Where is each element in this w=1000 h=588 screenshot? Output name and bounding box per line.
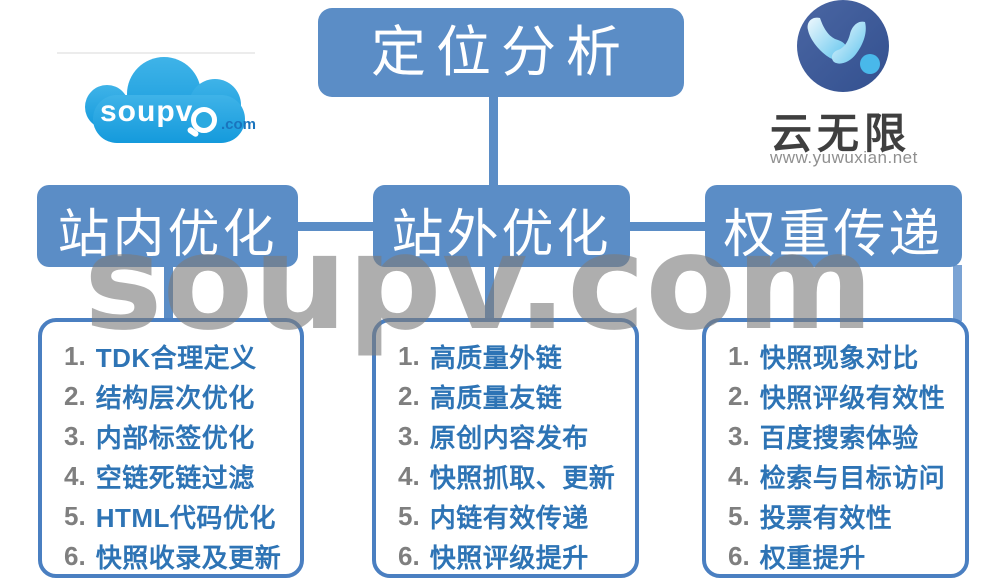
yunwuxian-logo-url: www.yuwuxian.net [770, 148, 918, 167]
branch-node-weight: 权重传递 [705, 185, 962, 267]
item-number: 6. [728, 540, 750, 571]
list-item: 5. 内链有效传递 [398, 496, 629, 536]
list-item: 2. 结构层次优化 [64, 376, 294, 416]
connector-branch1-branch2 [298, 222, 375, 231]
branch-node-label: 权重传递 [723, 206, 944, 264]
list-item: 2. 高质量友链 [398, 376, 629, 416]
item-number: 1. [398, 340, 420, 371]
item-number: 1. [64, 340, 86, 371]
item-text: 原创内容发布 [429, 422, 589, 453]
list-item: 3. 百度搜索体验 [728, 416, 959, 456]
soupv-logo-text: soupv [100, 95, 194, 128]
list-item: 6. 快照评级提升 [398, 536, 629, 576]
divider-line [57, 52, 255, 54]
connector-branch2-list [485, 265, 494, 321]
item-number: 2. [728, 380, 750, 411]
list-item: 5. 投票有效性 [728, 496, 959, 536]
connector-branch1-list [164, 265, 173, 321]
list-item: 1. 快照现象对比 [728, 336, 959, 376]
soupv-logo-suffix: .com [221, 116, 257, 133]
branch-node-label: 站外优化 [391, 206, 612, 264]
item-text: TDK合理定义 [95, 342, 257, 373]
list-box-onsite: 1. TDK合理定义 2. 结构层次优化 3. 内部标签优化 4. 空链死链过滤 5. HTML代… [38, 318, 304, 578]
item-text: 快照收录及更新 [95, 542, 282, 573]
item-text: 权重提升 [759, 542, 866, 573]
connector-branch3-list [953, 265, 962, 321]
item-number: 6. [64, 540, 86, 571]
yunwuxian-logo: 云无限 www.yuwuxian.net [768, 0, 938, 172]
item-number: 5. [728, 500, 750, 531]
cloud-icon [93, 95, 245, 143]
yunwuxian-logo-title: 云无限 [770, 110, 912, 157]
list-item: 5. HTML代码优化 [64, 496, 294, 536]
root-node-label: 定位分析 [370, 21, 631, 83]
item-text: 检索与目标访问 [759, 462, 946, 493]
item-number: 4. [64, 460, 86, 491]
item-text: 百度搜索体验 [759, 422, 919, 453]
list-item: 4. 快照抓取、更新 [398, 456, 629, 496]
list-item: 4. 空链死链过滤 [64, 456, 294, 496]
connector-root-to-branch [489, 97, 498, 187]
item-number: 3. [64, 420, 86, 451]
item-text: 内链有效传递 [429, 502, 589, 533]
soupv-logo: soupv .com [85, 55, 265, 145]
item-text: 快照现象对比 [759, 342, 919, 373]
item-number: 3. [398, 420, 420, 451]
item-number: 3. [728, 420, 750, 451]
branch-node-label: 站内优化 [57, 206, 278, 264]
item-text: HTML代码优化 [95, 502, 276, 533]
item-number: 2. [398, 380, 420, 411]
item-number: 6. [398, 540, 420, 571]
item-text: 空链死链过滤 [95, 462, 255, 493]
yunwuxian-logo-icon [797, 0, 889, 92]
list-item: 6. 权重提升 [728, 536, 959, 576]
item-text: 投票有效性 [759, 502, 893, 533]
list-item: 4. 检索与目标访问 [728, 456, 959, 496]
item-text: 高质量外链 [429, 342, 563, 373]
list-item: 6. 快照收录及更新 [64, 536, 294, 576]
list-box-weight: 1. 快照现象对比 2. 快照评级有效性 3. 百度搜索体验 4. 检索与目标访问 5. 投票有效… [702, 318, 969, 578]
connector-branch2-branch3 [628, 222, 707, 231]
item-text: 快照评级提升 [429, 542, 589, 573]
item-text: 高质量友链 [429, 382, 563, 413]
item-text: 快照抓取、更新 [429, 462, 616, 493]
item-text: 内部标签优化 [95, 422, 255, 453]
item-number: 2. [64, 380, 86, 411]
branch-node-onsite: 站内优化 [37, 185, 298, 267]
branch-node-offsite: 站外优化 [373, 185, 630, 267]
root-node: 定位分析 [318, 8, 684, 97]
list-item: 1. TDK合理定义 [64, 336, 294, 376]
item-text: 快照评级有效性 [759, 382, 946, 413]
item-number: 1. [728, 340, 750, 371]
list-item: 3. 内部标签优化 [64, 416, 294, 456]
item-number: 5. [398, 500, 420, 531]
list-item: 2. 快照评级有效性 [728, 376, 959, 416]
item-number: 4. [728, 460, 750, 491]
list-item: 1. 高质量外链 [398, 336, 629, 376]
item-number: 4. [398, 460, 420, 491]
list-item: 3. 原创内容发布 [398, 416, 629, 456]
magnifier-icon [191, 107, 217, 133]
item-number: 5. [64, 500, 86, 531]
item-text: 结构层次优化 [95, 382, 255, 413]
